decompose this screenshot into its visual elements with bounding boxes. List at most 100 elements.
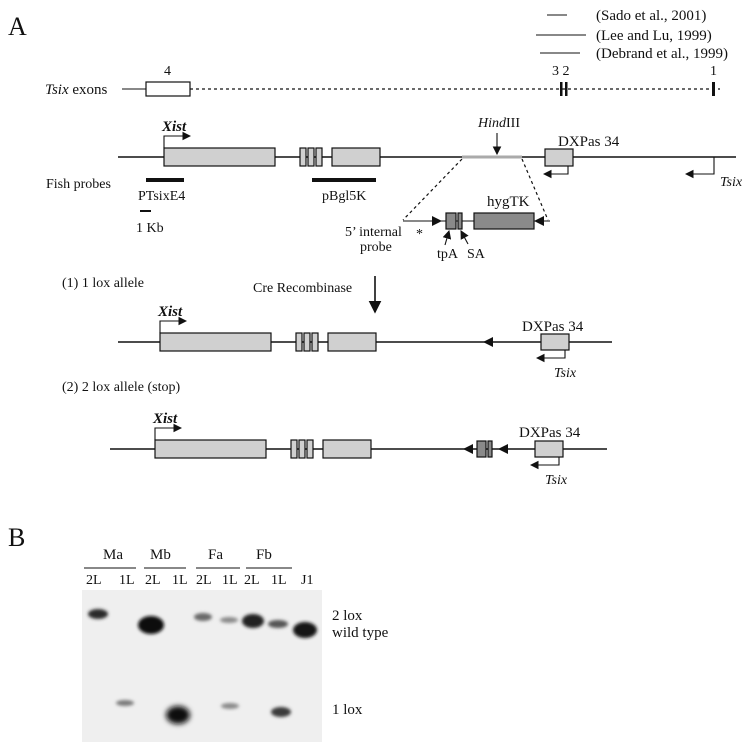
- allele1-small-exon-c: [311, 332, 319, 352]
- exon-3-mark: [560, 82, 563, 96]
- panel-b-label: B: [8, 523, 25, 552]
- tsix-exons-suffix: exons: [69, 82, 108, 98]
- allele1-tsix-arrow: [535, 350, 566, 363]
- sa-arrow: [460, 230, 469, 245]
- southern-blot: [82, 590, 322, 742]
- hygtk-label: hygTK: [487, 194, 530, 210]
- lane-label-5: 2L: [196, 573, 212, 588]
- group-label-ma: Ma: [103, 547, 123, 563]
- xist-small-exon-b: [307, 147, 315, 167]
- lane-label-6: 1L: [222, 573, 238, 588]
- cassette-insert: hygTK 5’ internal probe * tpA SA: [345, 158, 550, 262]
- xist-exon-1: [163, 147, 276, 167]
- allele1-loxp: [483, 337, 493, 347]
- band-mb-2l-2lox: [138, 616, 164, 634]
- band-fb-2l-2lox: [242, 614, 264, 628]
- exon-1-label: 1: [710, 64, 717, 79]
- allele1-xist-exon-last: [327, 332, 377, 352]
- probe-ptsixe4-bar: [146, 178, 184, 182]
- internal-probe-label-1: 5’ internal: [345, 225, 402, 240]
- tsix-promoter-arrow: [684, 157, 715, 179]
- allele2-small-exon-b: [298, 439, 306, 459]
- legend-sado: (Sado et al., 2001): [596, 8, 706, 24]
- hindiii-rest: III: [506, 116, 520, 131]
- exon-2-mark: [565, 82, 568, 96]
- xist-small-exon-a: [299, 147, 307, 167]
- lane-label-9: J1: [301, 573, 313, 588]
- hindiii-label: HindIII: [477, 116, 520, 131]
- band-fb-1l-2lox: [268, 620, 288, 628]
- allele2-tsix-label: Tsix: [545, 473, 568, 488]
- group-label-mb: Mb: [150, 547, 171, 563]
- band-mb-1l-1lox: [166, 706, 190, 724]
- tpa-box: [445, 212, 457, 230]
- lane-label-3: 2L: [145, 573, 161, 588]
- allele1-small-exon-a: [295, 332, 303, 352]
- allele1-title: (1) 1 lox allele: [62, 276, 144, 291]
- xist-promoter-arrow: [163, 131, 192, 148]
- allele1-small-exon-b: [303, 332, 311, 352]
- allele2-xist-exon-last: [322, 439, 372, 459]
- internal-probe-asterisk: *: [416, 227, 423, 242]
- loxp-site-right: [534, 216, 544, 226]
- exon-4-box: [145, 81, 191, 97]
- dxpas34-box: [544, 148, 574, 167]
- probe-pbgl5k-bar: [312, 178, 376, 182]
- probe-ptsixe4-label: PTsixE4: [138, 189, 185, 204]
- loxp-site-left: [432, 216, 442, 226]
- band-label-wildtype: wild type: [332, 625, 389, 641]
- hindiii-italic: Hind: [477, 116, 507, 131]
- allele2-xist-arrow: [154, 423, 183, 440]
- lane-label-8: 1L: [271, 573, 287, 588]
- sa-label: SA: [467, 247, 486, 262]
- lane-label-4: 1L: [172, 573, 188, 588]
- tpa-arrow: [442, 229, 452, 246]
- sa-box: [457, 212, 463, 230]
- allele1-xist-arrow: [159, 316, 188, 333]
- band-label-1lox: 1 lox: [332, 702, 363, 718]
- allele2-small-exon-c: [306, 439, 314, 459]
- dxpas34-label: DXPas 34: [558, 134, 620, 150]
- xist-exon-last: [331, 147, 381, 167]
- lane-label-2: 1L: [119, 573, 135, 588]
- reference-legend: (Sado et al., 2001) (Lee and Lu, 1999) (…: [536, 8, 728, 62]
- allele2-xist-exon-1: [154, 439, 267, 459]
- cre-label: Cre Recombinase: [253, 281, 352, 296]
- panel-a-label: A: [8, 12, 27, 41]
- allele1-tsix-label: Tsix: [554, 366, 577, 381]
- band-ma-2l-2lox: [88, 609, 108, 619]
- allele2-tsix-arrow: [529, 457, 560, 470]
- allele1-xist-exon-1: [159, 332, 272, 352]
- allele2-loxp-left: [463, 444, 473, 454]
- zoom-dash-right: [521, 158, 549, 221]
- xist-label: Xist: [161, 119, 187, 135]
- exon-1-mark: [712, 82, 715, 96]
- fish-probes-label: Fish probes: [46, 177, 111, 192]
- fish-probes: Fish probes PTsixE4 pBgl5K 1 Kb: [46, 177, 376, 236]
- allele2-sa-box: [487, 440, 493, 458]
- gel-header: Ma Mb Fa Fb 2L 1L 2L 1L 2L 1L 2L 1L J1: [84, 547, 313, 588]
- tsix-exons-row: Tsix exons 4 3 2 1: [45, 64, 720, 98]
- allele2-dxpas34-label: DXPas 34: [519, 425, 581, 441]
- lane-label-7: 2L: [244, 573, 260, 588]
- allele2-title: (2) 2 lox allele (stop): [62, 380, 181, 395]
- probe-pbgl5k-label: pBgl5K: [322, 189, 366, 204]
- group-label-fa: Fa: [208, 547, 223, 563]
- exon-4-label: 4: [164, 64, 171, 79]
- dxpas-arrow: [542, 166, 569, 179]
- band-j1-wildtype: [293, 622, 317, 638]
- allele2-loxp-right: [498, 444, 508, 454]
- zoom-dash-left: [402, 158, 463, 221]
- band-fb-1l-1lox: [271, 707, 291, 717]
- allele1-dxpas34-label: DXPas 34: [522, 319, 584, 335]
- internal-probe-label-2: probe: [360, 240, 392, 255]
- group-label-fb: Fb: [256, 547, 272, 563]
- lane-label-1: 2L: [86, 573, 102, 588]
- allele-1lox: (1) 1 lox allele Cre Recombinase Xist DX…: [62, 276, 612, 381]
- xist-small-exon-c: [315, 147, 323, 167]
- allele-2lox: (2) 2 lox allele (stop) Xist DXPas 34 Ts…: [62, 380, 607, 488]
- blot-background: [82, 590, 322, 742]
- band-fa-1l-2lox: [220, 617, 238, 623]
- tsix-label: Tsix: [720, 175, 743, 190]
